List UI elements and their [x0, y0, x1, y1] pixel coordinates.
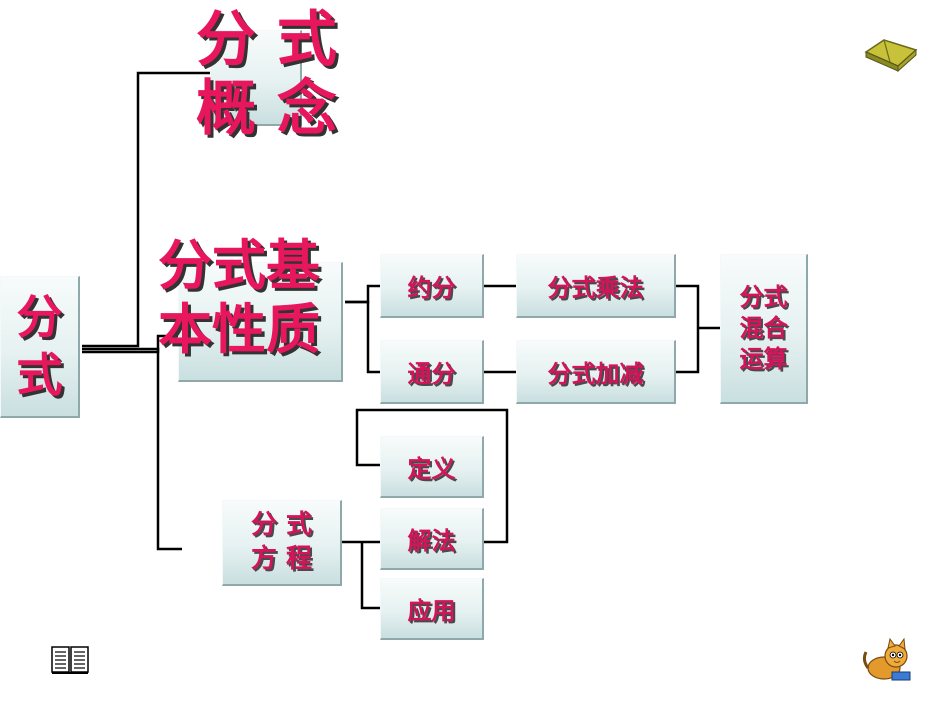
property-box — [178, 262, 343, 382]
multiplication-label: 分式乘法 — [547, 274, 644, 302]
mixed-operations-box: 分式 混合 运算 — [720, 254, 808, 404]
mixed-operations-label: 分式 混合 运算 — [739, 282, 788, 374]
common-denominator-label: 通分 — [407, 360, 456, 388]
application-label: 应用 — [407, 597, 456, 625]
multiplication-box: 分式乘法 — [516, 254, 676, 318]
common-denominator-box: 通分 — [380, 340, 484, 404]
solution-box: 解法 — [380, 508, 484, 570]
root-box: 分 式 — [0, 276, 80, 418]
open-book-icon[interactable] — [50, 644, 90, 676]
book-icon[interactable] — [862, 34, 920, 74]
definition-label: 定义 — [407, 455, 456, 483]
reduce-label: 约分 — [407, 274, 456, 302]
cat-icon[interactable] — [862, 638, 914, 682]
definition-box: 定义 — [380, 436, 484, 498]
equation-box: 分 式 方 程 — [222, 500, 342, 586]
solution-label: 解法 — [407, 527, 456, 555]
application-box: 应用 — [380, 578, 484, 640]
concept-label: 分 式 概 念 — [196, 5, 337, 144]
equation-label: 分 式 方 程 — [250, 509, 313, 574]
addition-box: 分式加减 — [516, 340, 676, 404]
reduce-box: 约分 — [380, 254, 484, 318]
concept-box — [210, 30, 302, 126]
addition-label: 分式加减 — [547, 360, 644, 388]
root-label: 分 式 — [16, 290, 63, 402]
property-label: 分式基 本性质 — [158, 234, 320, 361]
